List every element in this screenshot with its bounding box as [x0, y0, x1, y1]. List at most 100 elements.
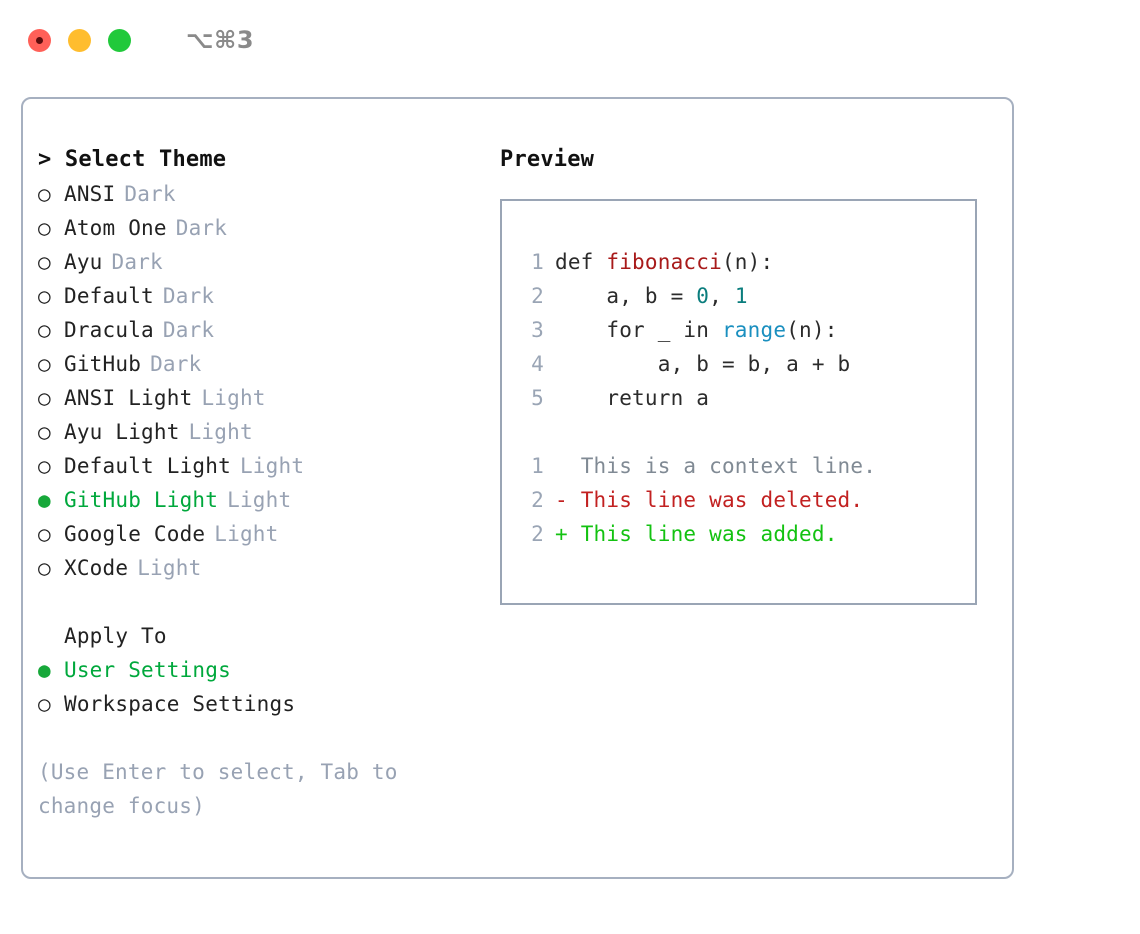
- theme-option-ansi-light[interactable]: ○ ANSI Light Light: [38, 381, 498, 415]
- diff-marker: [555, 449, 581, 483]
- theme-variant-badge: Dark: [162, 284, 215, 308]
- radio-unselected-icon: ○: [38, 556, 51, 580]
- diff-sample: 1 This is a context line.2- This line wa…: [502, 449, 975, 551]
- radio-unselected-icon: ○: [38, 692, 51, 716]
- window-controls: [28, 28, 131, 52]
- radio-unselected-icon: ○: [38, 386, 51, 410]
- radio-selected-icon: ●: [38, 488, 51, 512]
- theme-option-label: ANSI: [64, 182, 116, 206]
- code-token: (n):: [786, 318, 838, 342]
- minimize-button[interactable]: [68, 28, 91, 52]
- theme-option-github[interactable]: ○ GitHub Dark: [38, 347, 498, 381]
- code-token-function: fibonacci: [606, 250, 722, 274]
- theme-option-label: Atom One: [64, 216, 167, 240]
- maximize-button[interactable]: [108, 28, 131, 52]
- code-token: a, b =: [555, 284, 697, 308]
- preview-header: Preview: [500, 147, 595, 172]
- theme-option-ayu-light[interactable]: ○ Ayu Light Light: [38, 415, 498, 449]
- theme-variant-badge: Light: [137, 556, 202, 580]
- apply-to-option-label: User Settings: [64, 658, 231, 682]
- radio-unselected-icon: ○: [38, 284, 51, 308]
- theme-variant-badge: Dark: [175, 216, 228, 240]
- line-number: 5: [531, 386, 544, 410]
- radio-unselected-icon: ○: [38, 522, 51, 546]
- diff-line-del: 2- This line was deleted.: [502, 483, 975, 517]
- radio-unselected-icon: ○: [38, 352, 51, 376]
- theme-variant-badge: Dark: [162, 318, 215, 342]
- theme-option-xcode[interactable]: ○ XCode Light: [38, 551, 498, 585]
- keyboard-shortcut-label: ⌥⌘3: [186, 26, 255, 54]
- theme-option-label: GitHub: [64, 352, 142, 376]
- diff-line-context: 1 This is a context line.: [502, 449, 975, 483]
- theme-variant-badge: Light: [188, 420, 253, 444]
- apply-to-option-workspace-settings[interactable]: ○ Workspace Settings: [38, 687, 498, 721]
- theme-option-label: Default Light: [64, 454, 231, 478]
- theme-variant-badge: Dark: [150, 352, 202, 376]
- theme-option-label: Ayu: [64, 250, 103, 274]
- apply-to-option-label: Workspace Settings: [64, 692, 296, 716]
- radio-unselected-icon: ○: [38, 318, 51, 342]
- theme-variant-badge: Light: [239, 454, 305, 478]
- line-number: 2: [531, 522, 544, 546]
- code-token: (n):: [721, 250, 774, 274]
- theme-option-label: Default: [64, 284, 154, 308]
- theme-variant-badge: Light: [201, 386, 266, 410]
- line-number: 3: [531, 318, 544, 342]
- line-number: 2: [531, 284, 544, 308]
- code-token: ,: [709, 284, 735, 308]
- theme-option-label: Ayu Light: [64, 420, 180, 444]
- code-line: 4 a, b = b, a + b: [502, 347, 975, 381]
- line-number: 1: [531, 454, 544, 478]
- code-token: return a: [555, 386, 710, 410]
- diff-text: This line was deleted.: [580, 488, 864, 512]
- diff-text: This is a context line.: [580, 454, 877, 478]
- theme-option-label: ANSI Light: [64, 386, 193, 410]
- radio-unselected-icon: ○: [38, 250, 51, 274]
- code-line: 5 return a: [502, 381, 975, 415]
- radio-selected-icon: ●: [38, 658, 51, 682]
- theme-option-default-light[interactable]: ○ Default Light Light: [38, 449, 498, 483]
- code-diff-spacer: [502, 415, 975, 449]
- diff-line-add: 2+ This line was added.: [502, 517, 975, 551]
- apply-to-header: Apply To: [64, 624, 167, 648]
- code-token: def: [555, 250, 607, 274]
- code-line: 3 for _ in range(n):: [502, 313, 975, 347]
- line-number: 2: [531, 488, 544, 512]
- title-bar: ⌥⌘3: [0, 0, 1140, 80]
- code-token-number: 0: [696, 284, 710, 308]
- theme-option-google-code[interactable]: ○ Google Code Light: [38, 517, 498, 551]
- code-token-call: range: [721, 318, 787, 342]
- apply-to-option-list: ● User Settings ○ Workspace Settings: [38, 653, 498, 721]
- apply-to-option-user-settings[interactable]: ● User Settings: [38, 653, 498, 687]
- diff-text: This line was added.: [580, 522, 838, 546]
- theme-variant-badge: Dark: [124, 182, 176, 206]
- radio-unselected-icon: ○: [38, 454, 51, 478]
- code-token: a, b = b, a + b: [555, 352, 851, 376]
- close-button[interactable]: [28, 28, 51, 52]
- theme-variant-badge: Dark: [111, 250, 163, 274]
- radio-unselected-icon: ○: [38, 420, 51, 444]
- theme-option-ayu[interactable]: ○ Ayu Dark: [38, 245, 498, 279]
- diff-marker: -: [555, 488, 581, 512]
- theme-option-label: XCode: [64, 556, 129, 580]
- theme-option-default[interactable]: ○ Default Dark: [38, 279, 498, 313]
- theme-option-dracula[interactable]: ○ Dracula Dark: [38, 313, 498, 347]
- select-theme-header: > Select Theme: [38, 147, 227, 172]
- theme-option-label: Google Code: [64, 522, 206, 546]
- theme-option-label: Dracula: [64, 318, 154, 342]
- line-number: 4: [531, 352, 544, 376]
- theme-option-label: GitHub Light: [64, 488, 219, 512]
- theme-variant-badge: Light: [214, 522, 279, 546]
- code-token-number: 1: [734, 284, 748, 308]
- code-token: for _ in: [555, 318, 722, 342]
- section-spacer: [38, 585, 498, 619]
